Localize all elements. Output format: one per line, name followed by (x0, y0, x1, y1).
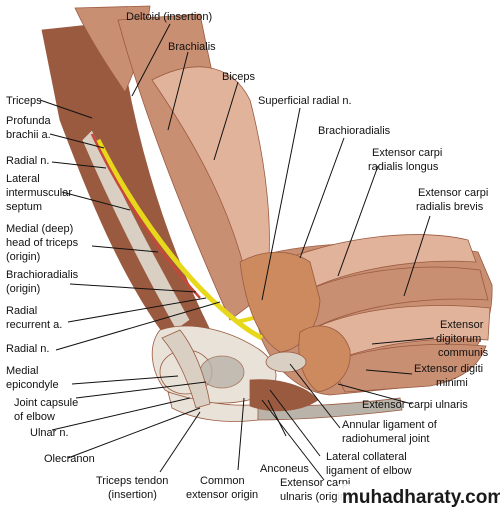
label-ecu-origin-2: ulnaris (origin) (280, 491, 350, 503)
artwork (41, 5, 493, 422)
label-lis-2: intermuscular (6, 187, 72, 199)
extensor-carpi-radialis-brevis-muscle (309, 305, 491, 363)
label-olecranon: Olecranon (44, 453, 95, 465)
label-ecrb-1: Extensor carpi (418, 187, 488, 199)
label-brachioradialis-origin-1: Brachioradialis (6, 269, 79, 281)
label-triceps-tendon-1: Triceps tendon (96, 475, 168, 487)
leader-lines (39, 23, 435, 481)
label-ecu-origin-1: Extensor carpi (280, 477, 350, 489)
label-joint-capsule-2: of elbow (14, 411, 55, 423)
label-medial-head-2: head of triceps (6, 237, 79, 249)
label-ext-digitorum-3: communis (438, 347, 489, 359)
label-radial-recurrent-1: Radial (6, 305, 37, 317)
label-common-extensor-1: Common (200, 475, 245, 487)
label-lcl-1: Lateral collateral (326, 451, 407, 463)
label-ext-digitorum-2: digitorum (436, 333, 481, 345)
joint-capsule (199, 355, 245, 389)
label-medial-head-1: Medial (deep) (6, 223, 73, 235)
label-medial-epicondyle-1: Medial (6, 365, 38, 377)
label-lis-3: septum (6, 201, 42, 213)
label-joint-capsule-1: Joint capsule (14, 397, 78, 409)
label-common-extensor-2: extensor origin (186, 489, 258, 501)
label-profunda-1: Profunda (6, 115, 52, 127)
watermark: muhadharaty.com (342, 487, 500, 508)
extensor-digitorum-muscle (329, 343, 487, 393)
biceps-muscle (151, 66, 270, 276)
label-brachioradialis-right: Brachioradialis (318, 125, 391, 137)
label-biceps: Biceps (222, 71, 256, 83)
label-radial-recurrent-2: recurrent a. (6, 319, 62, 331)
label-ecrb-2: radialis brevis (416, 201, 484, 213)
profunda-brachii-artery (90, 133, 201, 299)
label-ecu: Extensor carpi ulnaris (362, 399, 468, 411)
label-brachialis: Brachialis (168, 41, 216, 53)
radial-nerve (95, 138, 264, 341)
label-annular-2: radiohumeral joint (342, 433, 429, 445)
label-brachioradialis-origin-2: (origin) (6, 283, 40, 295)
label-triceps-tendon-2: (insertion) (108, 489, 157, 501)
label-medial-head-3: (origin) (6, 251, 40, 263)
label-profunda-2: brachii a. (6, 129, 51, 141)
label-annular-1: Annular ligament of (342, 419, 438, 431)
label-superficial-radial-nerve: Superficial radial n. (258, 95, 352, 107)
label-ext-digiti-1: Extensor digiti (414, 363, 483, 375)
label-radial-nerve-lower: Radial n. (6, 343, 49, 355)
label-ext-digitorum-1: Extensor (440, 319, 484, 331)
label-triceps: Triceps (6, 95, 42, 107)
label-radial-nerve: Radial n. (6, 155, 49, 167)
label-ecrl-1: Extensor carpi (372, 147, 442, 159)
extensor-carpi-radialis-longus-muscle (287, 266, 489, 331)
label-deltoid: Deltoid (insertion) (126, 11, 212, 23)
labels: Deltoid (insertion) Brachialis Biceps Tr… (6, 11, 489, 503)
label-ext-digiti-2: minimi (436, 377, 468, 389)
label-medial-epicondyle-2: epicondyle (6, 379, 59, 391)
label-lis-1: Lateral (6, 173, 40, 185)
label-ulnar-nerve: Ulnar n. (30, 427, 69, 439)
watermark-backdrop (338, 484, 498, 508)
label-ecrl-2: radialis longus (368, 161, 439, 173)
label-anconeus: Anconeus (260, 463, 309, 475)
label-lcl-2: ligament of elbow (326, 465, 412, 477)
annular-ligament (265, 351, 307, 373)
triceps-tendon (161, 329, 211, 409)
